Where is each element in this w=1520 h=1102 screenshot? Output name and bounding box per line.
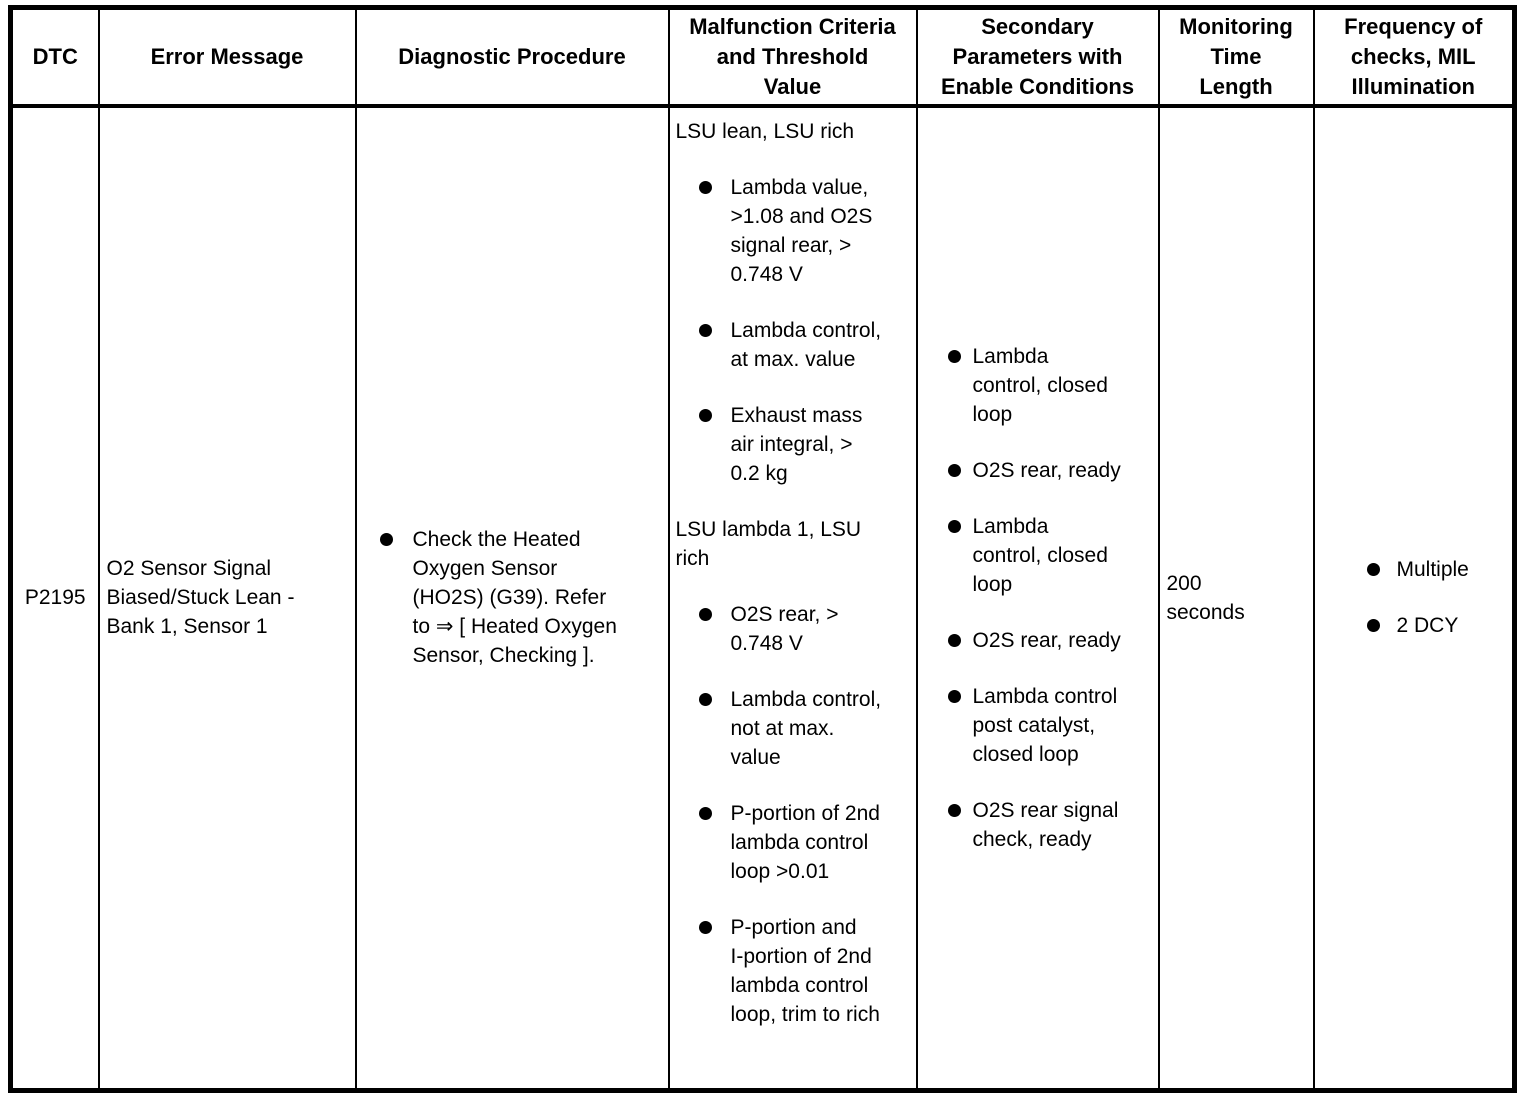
criteria-group-heading: LSU lean, LSU rich — [675, 120, 855, 143]
list-item-text: Exhaust mass air integral, > 0.2 kg — [730, 404, 863, 485]
bullet-icon — [1366, 563, 1380, 577]
bullet-icon — [698, 181, 712, 194]
list-item-text: Lambda control, closed loop — [972, 514, 1108, 596]
list-item-text: P-portion and I-portion of 2nd lambda co… — [730, 916, 880, 1026]
column-header-error-message: Error Message — [97, 6, 357, 108]
column-header-frequency: Frequency of checks, MIL Illumination — [1312, 6, 1516, 108]
list-item: Lambda value, >1.08 and O2S signal rear,… — [676, 173, 912, 289]
bullet-icon — [947, 463, 961, 477]
criteria-group-list: Lambda value, >1.08 and O2S signal rear,… — [676, 173, 912, 488]
list-item-text: O2S rear, ready — [972, 458, 1121, 482]
bullet-icon — [698, 807, 712, 820]
bullet-icon — [1366, 619, 1380, 633]
column-header-dtc: DTC — [9, 6, 100, 108]
list-item: 2 DCY — [1317, 611, 1511, 640]
error-message-cell: O2 Sensor Signal Biased/Stuck Lean - Ban… — [97, 105, 357, 1091]
list-item: Lambda control post catalyst, closed loo… — [920, 682, 1156, 769]
list-item-text: Lambda control, at max. value — [730, 319, 882, 371]
list-item: Exhaust mass air integral, > 0.2 kg — [676, 401, 912, 488]
bullet-icon — [947, 689, 961, 703]
list-item: Check the Heated Oxygen Sensor (HO2S) (G… — [358, 525, 662, 670]
list-item: Lambda control, closed loop — [920, 342, 1156, 429]
criteria-group-heading: LSU lambda 1, LSU rich — [675, 518, 862, 570]
list-item-text: Lambda value, >1.08 and O2S signal rear,… — [730, 176, 873, 286]
monitoring-time-cell: 200 seconds — [1157, 105, 1315, 1091]
header-row: DTC Error Message Diagnostic Procedure M… — [9, 6, 1516, 108]
bullet-icon — [947, 519, 961, 533]
criteria-group-list: O2S rear, > 0.748 V Lambda control, not … — [676, 600, 912, 1029]
list-item: O2S rear, ready — [920, 626, 1156, 655]
list-item: Lambda control, at max. value — [676, 316, 912, 374]
list-item: O2S rear, > 0.748 V — [676, 600, 912, 658]
bullet-icon — [698, 693, 712, 706]
diagnostic-procedure-list: Check the Heated Oxygen Sensor (HO2S) (G… — [358, 525, 662, 670]
column-header-monitoring-time: Monitoring Time Length — [1157, 6, 1315, 108]
secondary-parameters-list: Lambda control, closed loop O2S rear, re… — [920, 342, 1156, 854]
list-item-text: P-portion of 2nd lambda control loop >0.… — [730, 802, 880, 883]
list-item-text: O2S rear, > 0.748 V — [730, 603, 839, 655]
column-header-malfunction-criteria: Malfunction Criteria and Threshold Value — [667, 6, 918, 108]
bullet-icon — [379, 533, 393, 547]
diagnostic-procedure-cell: Check the Heated Oxygen Sensor (HO2S) (G… — [354, 105, 670, 1091]
list-item-text: Lambda control post catalyst, closed loo… — [972, 684, 1118, 766]
bullet-icon — [698, 409, 712, 422]
list-item: O2S rear, ready — [920, 456, 1156, 485]
bullet-icon — [698, 921, 712, 934]
list-item: P-portion and I-portion of 2nd lambda co… — [676, 913, 912, 1029]
bullet-icon — [698, 324, 712, 337]
list-item-text: 2 DCY — [1396, 614, 1459, 638]
table-row: P2195 O2 Sensor Signal Biased/Stuck Lean… — [9, 105, 1516, 1091]
list-item-text: Lambda control, not at max. value — [730, 688, 882, 769]
list-item-text: O2S rear signal check, ready — [972, 798, 1119, 851]
column-header-diagnostic-procedure: Diagnostic Procedure — [354, 6, 670, 108]
bullet-icon — [947, 349, 961, 363]
list-item: O2S rear signal check, ready — [920, 796, 1156, 854]
list-item: Lambda control, closed loop — [920, 512, 1156, 599]
malfunction-criteria-cell: LSU lean, LSU rich Lambda value, >1.08 a… — [667, 105, 918, 1091]
list-item: Lambda control, not at max. value — [676, 685, 912, 772]
list-item: Multiple — [1317, 555, 1511, 584]
column-header-secondary-parameters: Secondary Parameters with Enable Conditi… — [915, 6, 1160, 108]
secondary-parameters-cell: Lambda control, closed loop O2S rear, re… — [915, 105, 1160, 1091]
list-item-text: Multiple — [1396, 558, 1469, 582]
list-item-text: Lambda control, closed loop — [972, 344, 1108, 426]
frequency-list: Multiple 2 DCY — [1317, 555, 1511, 640]
bullet-icon — [698, 608, 712, 621]
bullet-icon — [947, 633, 961, 647]
bullet-icon — [947, 803, 961, 817]
dtc-table: DTC Error Message Diagnostic Procedure M… — [8, 5, 1517, 1093]
monitoring-time-text: 200 seconds — [1166, 571, 1245, 624]
list-item-text: O2S rear, ready — [972, 628, 1121, 652]
frequency-cell: Multiple 2 DCY — [1312, 105, 1516, 1091]
dtc-code: P2195 — [24, 586, 86, 610]
error-message-text: O2 Sensor Signal Biased/Stuck Lean - Ban… — [106, 557, 295, 639]
dtc-cell: P2195 — [9, 105, 100, 1091]
list-item: P-portion of 2nd lambda control loop >0.… — [676, 799, 912, 886]
list-item-text: Check the Heated Oxygen Sensor (HO2S) (G… — [412, 528, 617, 668]
